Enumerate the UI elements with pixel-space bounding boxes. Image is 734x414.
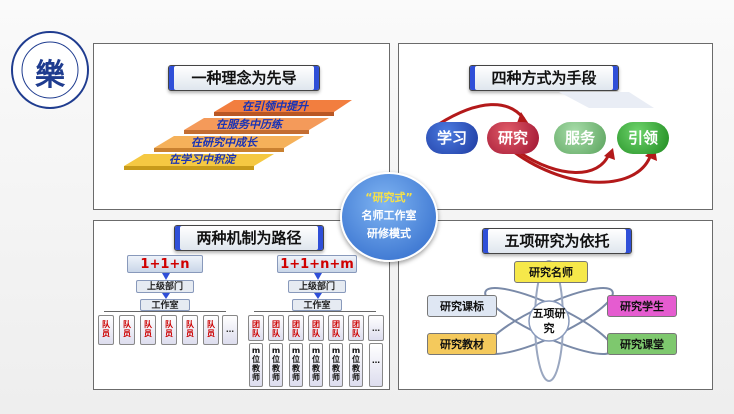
right-dept: 上级部门 — [288, 280, 346, 293]
research-masters: 研究名师 — [514, 261, 588, 283]
research-curriculum: 研究课标 — [427, 295, 497, 317]
left-member: 队员 — [203, 315, 219, 345]
left-arrow-2 — [162, 293, 170, 299]
right-teacher: m位教师 — [249, 343, 263, 387]
right-team: 团队 — [268, 315, 284, 341]
step-lead: 在引领中提升 — [242, 100, 308, 113]
center-line2: 名师工作室 — [361, 209, 417, 222]
center-line1: “研究式” — [365, 191, 413, 204]
right-team: 团队 — [308, 315, 324, 341]
method-study: 学习 — [426, 122, 478, 154]
right-more-team: … — [368, 315, 384, 341]
left-member: 队员 — [161, 315, 177, 345]
panel-mechanism: 两种机制为路径 1+1+n 上级部门 工作室 队员 队员 队员 队员 队员 队员… — [93, 220, 390, 390]
left-member: 队员 — [182, 315, 198, 345]
left-formula: 1+1+n — [127, 255, 203, 273]
right-teacher: m位教师 — [309, 343, 323, 387]
panel-research-title: 五项研究为依托 — [482, 228, 632, 254]
right-arrow-2 — [314, 293, 322, 299]
panel-concept: 一种理念为先导 在引领中提升 在服务中历练 在研究中成长 在学习中积淀 — [93, 43, 390, 210]
right-teacher: m位教师 — [289, 343, 303, 387]
research-students: 研究学生 — [607, 295, 677, 317]
left-member: 队员 — [140, 315, 156, 345]
left-bracket — [104, 311, 226, 312]
method-research: 研究 — [487, 122, 539, 154]
right-formula: 1+1+n+m — [277, 255, 357, 273]
method-serve: 服务 — [554, 122, 606, 154]
right-teacher: m位教师 — [269, 343, 283, 387]
right-teacher: m位教师 — [349, 343, 363, 387]
step-study: 在学习中积淀 — [169, 153, 235, 166]
right-bracket — [254, 311, 376, 312]
right-team: 团队 — [348, 315, 364, 341]
center-circle: “研究式” 名师工作室 研修模式 — [340, 172, 438, 262]
left-member: 队员 — [119, 315, 135, 345]
methods-arrows — [438, 92, 657, 184]
panel-mechanism-title: 两种机制为路径 — [174, 225, 324, 251]
center-line3: 研修模式 — [367, 227, 411, 240]
left-member: 队员 — [98, 315, 114, 345]
right-team: 团队 — [248, 315, 264, 341]
left-studio: 工作室 — [140, 299, 190, 311]
left-dept: 上级部门 — [136, 280, 194, 293]
right-team: 团队 — [328, 315, 344, 341]
right-more-teacher: … — [369, 343, 383, 387]
step-serve: 在服务中历练 — [216, 118, 282, 131]
panel-concept-title: 一种理念为先导 — [168, 65, 320, 91]
logo: 樂 — [10, 30, 90, 110]
logo-seal-icon — [11, 31, 89, 109]
step-research: 在研究中成长 — [191, 136, 257, 149]
right-team: 团队 — [288, 315, 304, 341]
left-arrow-1 — [162, 273, 170, 280]
panel-methods-title: 四种方式为手段 — [469, 65, 619, 91]
logo-glyph: 樂 — [35, 58, 65, 93]
panel-methods: 四种方式为手段 学习 研究 服务 引领 — [398, 43, 713, 210]
right-teacher: m位教师 — [329, 343, 343, 387]
research-textbooks: 研究教材 — [427, 333, 497, 355]
research-classroom: 研究课堂 — [607, 333, 677, 355]
right-arrow-1 — [314, 273, 322, 280]
left-more: … — [222, 315, 238, 345]
method-lead: 引领 — [617, 122, 669, 154]
staircase-graphic — [124, 100, 352, 170]
panel-research: 五项研究为依托 五项研究 研究名师 研究课标 研究学生 研究教材 研究课堂 — [398, 220, 713, 390]
research-hub: 五项研究 — [532, 307, 566, 335]
right-studio: 工作室 — [292, 299, 342, 311]
